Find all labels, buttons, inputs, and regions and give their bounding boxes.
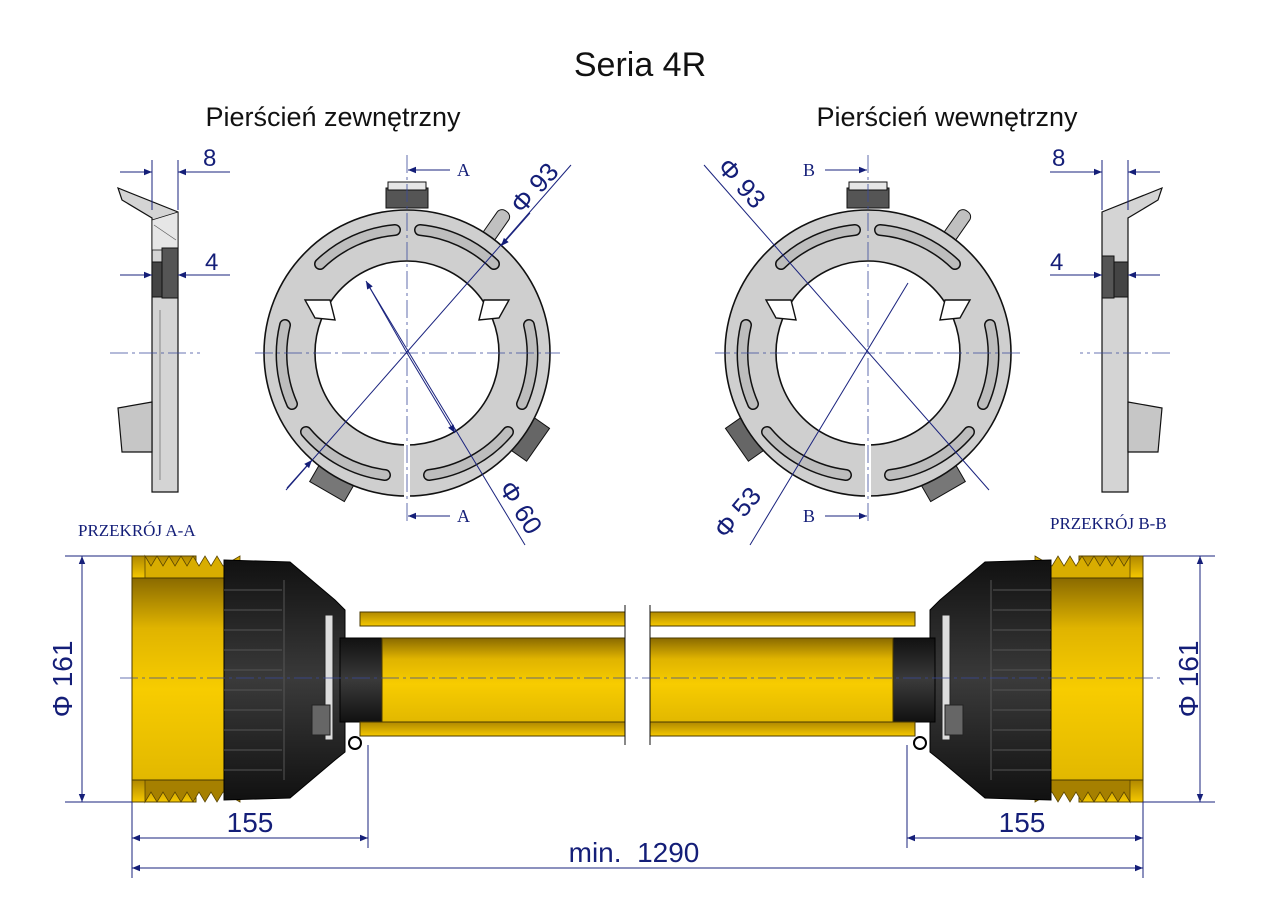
inner-ring-heading: Pierścień wewnętrzny <box>816 102 1078 132</box>
diameter-161-right: Φ 161 <box>1173 641 1204 718</box>
shaft-dimensions: Φ 161 Φ 161 155 155 min. 1290 <box>47 555 1215 878</box>
outer-ring-step-dim: 4 <box>205 249 218 276</box>
guard-length-right: 155 <box>999 807 1046 838</box>
inner-ring-step-dim: 4 <box>1050 249 1063 276</box>
outer-ring-heading: Pierścień zewnętrzny <box>205 102 461 132</box>
section-label-b-b: PRZEKRÓJ B-B <box>1050 514 1167 533</box>
section-mark-b-bottom: B <box>803 506 815 526</box>
guard-half-left <box>131 554 626 804</box>
inner-ring-side-view: 8 4 <box>1050 145 1170 493</box>
outer-ring-side-view: 8 4 <box>110 145 230 493</box>
outer-ring-inner-diameter-dim: Φ 60 <box>493 475 549 539</box>
section-label-a-a: PRZEKRÓJ A-A <box>78 521 196 540</box>
section-mark-b-top: B <box>803 160 815 180</box>
guard-length-left: 155 <box>227 807 274 838</box>
drawing-title: Seria 4R <box>574 46 706 84</box>
section-mark-a-bottom: A <box>457 506 470 526</box>
inner-ring-front-view: B B Φ 93 Φ 53 <box>703 152 1020 546</box>
inner-ring-inner-diameter-dim: Φ 53 <box>708 481 768 544</box>
section-mark-a-top: A <box>457 160 470 180</box>
outer-ring-front-view: A A Φ 93 Φ 60 <box>255 155 572 546</box>
outer-ring-outer-diameter-dim: Φ 93 <box>504 157 564 219</box>
total-length: min. 1290 <box>569 837 700 868</box>
inner-ring-outer-diameter-dim: Φ 93 <box>712 152 772 214</box>
diameter-161-left: Φ 161 <box>47 641 78 718</box>
outer-ring-width-dim: 8 <box>203 145 216 172</box>
inner-ring-width-dim: 8 <box>1052 145 1065 172</box>
guard-half-right <box>649 555 1144 803</box>
